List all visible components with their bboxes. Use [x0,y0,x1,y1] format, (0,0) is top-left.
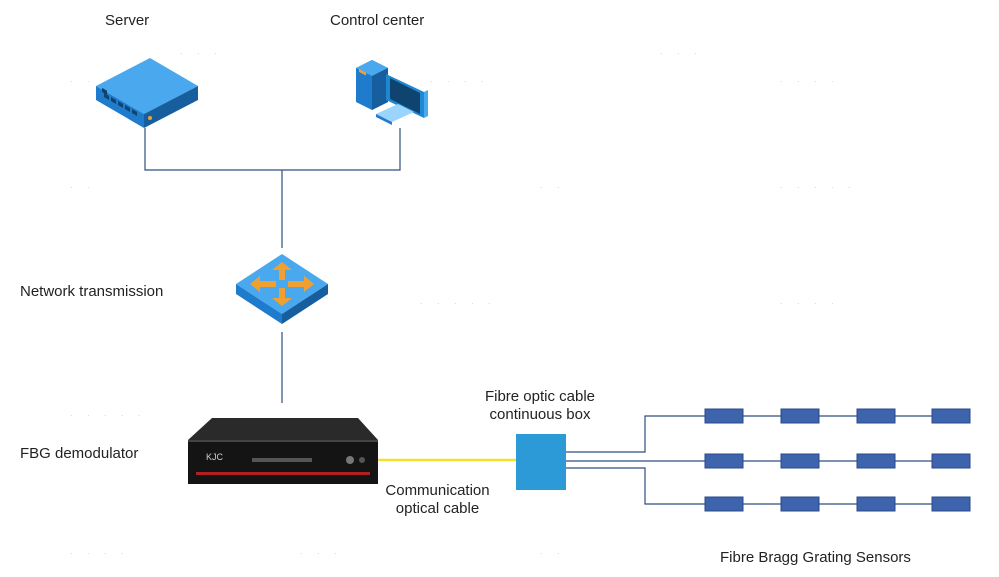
background-dots: . . . . . [420,296,497,306]
control-center-link [282,128,401,171]
background-dots: . . . . . [780,180,857,190]
background-dots: . . . [300,546,343,556]
background-dots: . . . . . [70,408,147,418]
fibre-optic-box [516,434,566,490]
fbg-sensor [856,453,896,469]
sensors-label: Fibre Bragg Grating Sensors [720,549,911,566]
cable-label: Communication optical cable [365,482,510,518]
fbg-sensor [856,408,896,424]
fbg-sensor [931,408,971,424]
fbg-sensor [704,453,744,469]
fbg-sensor [931,496,971,512]
background-dots: . . [540,180,566,190]
fibre-lines [566,415,970,505]
fbg-sensor [704,496,744,512]
network-transmission-label: Network transmission [20,283,164,300]
control-center-label: Control center [330,12,425,29]
fbg-sensor [780,496,820,512]
server-icon [96,58,198,128]
server-label: Server [105,12,150,29]
box-label: Fibre optic cable continuous box [470,388,610,424]
fbg-sensor [780,408,820,424]
background-dots: . . . [180,46,223,56]
fbg-demodulator-device [188,418,378,484]
cable-label-line1: Communication [385,482,490,499]
computer-icon [356,60,428,125]
fbg-demodulator-label: FBG demodulator [20,445,139,462]
background-dots: . . . . [430,74,490,84]
sensor-array [704,408,971,512]
box-label-line1: Fibre optic cable [484,388,596,405]
background-dots: . . . . [780,296,840,306]
background-dots: . . . . [780,74,840,84]
background-dots: . . [70,180,96,190]
server-link [144,128,282,171]
fbg-sensor [856,496,896,512]
device-brand: KJC [206,452,224,462]
network-lines [144,128,401,403]
background-dots: . . [70,74,96,84]
fbg-sensor [931,453,971,469]
fbg-sensor [780,453,820,469]
fbg-sensor [704,408,744,424]
box-label-line2: continuous box [489,406,591,423]
cable-label-line2: optical cable [395,500,480,517]
switch-icon [236,254,328,324]
background-dots: . . . [660,46,703,56]
background-dots: . . . . [70,546,130,556]
background-dots: . . [540,546,566,556]
